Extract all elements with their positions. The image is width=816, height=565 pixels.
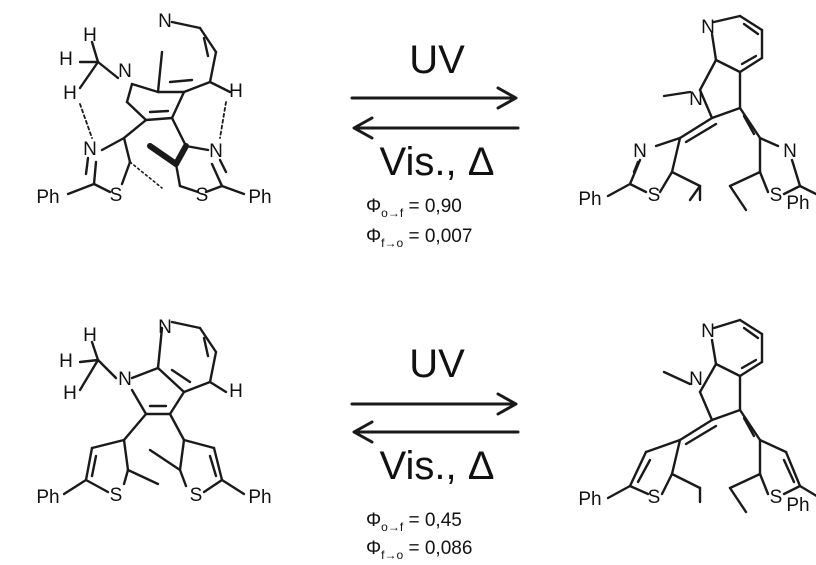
phi-symbol: Φ xyxy=(366,226,382,247)
atom-S: S xyxy=(110,485,123,506)
atom-Ph: Ph xyxy=(578,189,601,210)
atom-N: N xyxy=(158,317,172,338)
qy-sub: f→o xyxy=(381,547,404,562)
atom-S: S xyxy=(648,185,661,206)
bottom-reverse-arrow xyxy=(352,420,520,444)
atom-S: S xyxy=(648,487,661,508)
atom-S: S xyxy=(770,185,783,206)
atom-Ph: Ph xyxy=(36,187,59,208)
phi-symbol: Φ xyxy=(366,538,382,559)
top-quantum-yield-2: Φf→o = 0,007 xyxy=(366,226,472,250)
atom-S: S xyxy=(196,185,209,206)
atom-Ph: Ph xyxy=(36,487,59,508)
atom-N: N xyxy=(83,139,97,160)
qy-value: = 0,086 xyxy=(408,538,473,559)
bottom-forward-arrow xyxy=(350,392,518,416)
atom-H: H xyxy=(83,325,97,346)
bottom-open-isomer: N N H H H H S S Ph Ph xyxy=(36,317,271,508)
bottom-forward-condition: UV xyxy=(409,342,465,386)
atom-S: S xyxy=(190,485,203,506)
atom-N: N xyxy=(701,321,715,342)
atom-N: N xyxy=(209,141,223,162)
bottom-quantum-yield-1: Φo→f = 0,45 xyxy=(366,510,462,534)
atom-N: N xyxy=(689,369,703,390)
atom-Ph: Ph xyxy=(248,187,271,208)
bottom-reverse-condition: Vis., Δ xyxy=(379,444,495,488)
atom-H: H xyxy=(229,81,243,102)
top-forward-arrow xyxy=(350,86,518,110)
atom-S: S xyxy=(110,185,123,206)
atom-Ph: Ph xyxy=(248,487,271,508)
atom-N: N xyxy=(783,141,797,162)
qy-value: = 0,007 xyxy=(408,226,473,247)
phi-symbol: Φ xyxy=(366,196,382,217)
atom-Ph: Ph xyxy=(786,495,809,516)
atom-N: N xyxy=(689,89,703,110)
top-reverse-condition: Vis., Δ xyxy=(379,140,495,184)
atom-N: N xyxy=(633,141,647,162)
atom-N: N xyxy=(701,17,715,38)
atom-H: H xyxy=(59,49,73,70)
top-reverse-arrow xyxy=(352,116,520,140)
top-open-isomer: N N H H H H N N S S Ph Ph xyxy=(36,11,271,208)
qy-sub: f→o xyxy=(381,235,404,250)
top-quantum-yield-1: Φo→f = 0,90 xyxy=(366,196,462,220)
atom-H: H xyxy=(63,383,77,404)
top-forward-condition: UV xyxy=(409,38,465,82)
atom-H: H xyxy=(229,381,243,402)
atom-S: S xyxy=(770,487,783,508)
qy-value: = 0,45 xyxy=(408,510,462,531)
atom-Ph: Ph xyxy=(786,193,809,214)
phi-symbol: Φ xyxy=(366,510,382,531)
top-closed-isomer: N N N N S S Ph Ph xyxy=(578,14,816,214)
qy-sub: o→f xyxy=(381,205,404,220)
atom-N: N xyxy=(118,369,132,390)
atom-H: H xyxy=(63,83,77,104)
qy-sub: o→f xyxy=(381,519,404,534)
bottom-closed-isomer: N N S S Ph Ph xyxy=(578,318,816,516)
atom-N: N xyxy=(158,11,172,32)
atom-N: N xyxy=(118,61,132,82)
atom-H: H xyxy=(59,351,73,372)
bottom-quantum-yield-2: Φf→o = 0,086 xyxy=(366,538,472,562)
qy-value: = 0,90 xyxy=(408,196,462,217)
atom-Ph: Ph xyxy=(578,489,601,510)
atom-H: H xyxy=(83,25,97,46)
